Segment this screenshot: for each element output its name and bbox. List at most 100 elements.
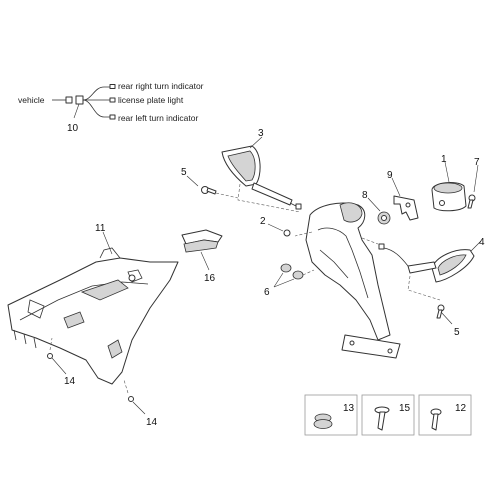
screw-14a-head <box>47 353 53 359</box>
indicator-3-stem <box>251 182 293 206</box>
wiring-schematic: vehicle rear right turn indicator licens… <box>18 81 204 134</box>
hardware-box-13: 13 <box>304 394 358 436</box>
part-6-grommets: 6 <box>264 263 315 298</box>
screw-5a-shank <box>206 187 217 195</box>
callout-14a: 14 <box>64 376 76 387</box>
undertray-socket <box>63 311 85 329</box>
plate-light-lens <box>433 182 463 194</box>
grommet-assembly-line <box>302 269 315 276</box>
output-rear-left-turn: rear left turn indicator <box>118 113 198 123</box>
leader-8 <box>367 197 381 212</box>
indicator-3-lens <box>227 150 256 182</box>
undertray-socket-lower <box>107 339 123 359</box>
bushing-8-hole <box>381 215 387 221</box>
screw-15-shank <box>377 411 386 431</box>
bracket-assembly-line-left <box>294 231 313 237</box>
undertray-body <box>7 257 179 385</box>
callout-8: 8 <box>362 190 368 201</box>
box-15-frame <box>361 394 415 436</box>
bracket-lamp-housing <box>339 202 363 223</box>
plate-light-mount <box>439 200 445 206</box>
leader-10 <box>73 103 80 119</box>
vehicle-label: vehicle <box>18 95 45 105</box>
indicator-4-connector <box>378 243 385 250</box>
bracket-body <box>305 202 391 341</box>
part-14-screws: 14 14 <box>47 337 158 428</box>
leader-3 <box>249 136 263 149</box>
indicator-3-assembly-line <box>237 183 301 213</box>
license-plate-tab <box>341 334 401 359</box>
terminal-bottom <box>109 114 116 120</box>
undertray-recess <box>80 279 129 301</box>
screw-14b-head <box>128 396 134 402</box>
hardware-box-12: 12 <box>418 394 472 436</box>
callout-4: 4 <box>479 237 485 248</box>
part-3-turn-indicator: 3 <box>221 128 302 213</box>
hardware-box-15: 15 <box>361 394 415 436</box>
output-rear-right-turn: rear right turn indicator <box>118 81 204 91</box>
part-5-screw-upper: 5 <box>181 167 239 199</box>
terminal-middle <box>109 97 116 103</box>
clip-9-hole <box>405 202 411 208</box>
leader-5b <box>440 311 453 325</box>
grommet-6b <box>292 270 304 280</box>
callout-3: 3 <box>258 128 264 139</box>
screw-14a-assembly-line <box>49 337 53 351</box>
callout-5b: 5 <box>454 327 460 338</box>
part-4-turn-indicator: 4 <box>378 237 485 301</box>
callout-7: 7 <box>474 157 480 168</box>
plate-hole-right <box>387 348 393 354</box>
screw-5a-assembly-line <box>215 192 239 199</box>
indicator-4-lens <box>437 254 467 276</box>
part-1-plate-light: 1 <box>431 154 467 212</box>
part-16-rubber-pad: 16 <box>181 229 223 284</box>
callout-16: 16 <box>204 273 216 284</box>
leader-11 <box>102 231 113 255</box>
leader-14a <box>51 357 67 375</box>
grommet-6a <box>280 263 292 273</box>
leader-6a <box>273 272 284 288</box>
indicator-4-wire <box>383 247 409 267</box>
grommet-13-base <box>313 419 333 429</box>
connector-right <box>75 95 84 105</box>
part-9-clip: 9 <box>387 170 419 221</box>
undertray-fin <box>99 247 121 259</box>
leader-16 <box>200 251 210 271</box>
indicator-3-connector <box>295 203 302 210</box>
callout-13: 13 <box>343 403 355 414</box>
clip-9 <box>393 195 419 221</box>
callout-1: 1 <box>441 154 447 165</box>
screw-5b-shank <box>436 309 443 319</box>
callout-9: 9 <box>387 170 393 181</box>
leader-6b <box>273 278 295 288</box>
indicator-4-assembly-line <box>407 275 441 301</box>
leader-1 <box>444 161 450 183</box>
pin-2 <box>283 229 291 237</box>
undertray-side-detail <box>27 299 45 319</box>
callout-12: 12 <box>455 403 467 414</box>
part-8-bushing: 8 <box>362 190 391 225</box>
license-plate-bracket <box>294 202 401 359</box>
screw-7-shank <box>467 199 474 209</box>
callout-14b: 14 <box>146 417 158 428</box>
pad-16-base <box>183 239 219 253</box>
wire-branch-bottom <box>82 99 110 118</box>
undertray-tab-hole <box>128 274 136 282</box>
part-7-screw: 7 <box>467 157 480 209</box>
undertray-ribs <box>13 329 37 349</box>
wire-branch-top <box>82 86 110 101</box>
connector-left <box>65 96 73 104</box>
callout-5a: 5 <box>181 167 187 178</box>
callout-11: 11 <box>95 223 106 234</box>
part-5-screw-lower: 5 <box>436 304 460 338</box>
leader-7 <box>473 164 479 193</box>
bracket-assembly-line-right <box>361 237 379 245</box>
callout-15: 15 <box>399 403 411 414</box>
screw-12-shank <box>431 413 439 431</box>
indicator-4-stem <box>407 261 437 274</box>
leader-9 <box>391 177 401 197</box>
bracket-ridge <box>317 227 369 299</box>
callout-6: 6 <box>264 287 270 298</box>
callout-10: 10 <box>67 123 79 134</box>
